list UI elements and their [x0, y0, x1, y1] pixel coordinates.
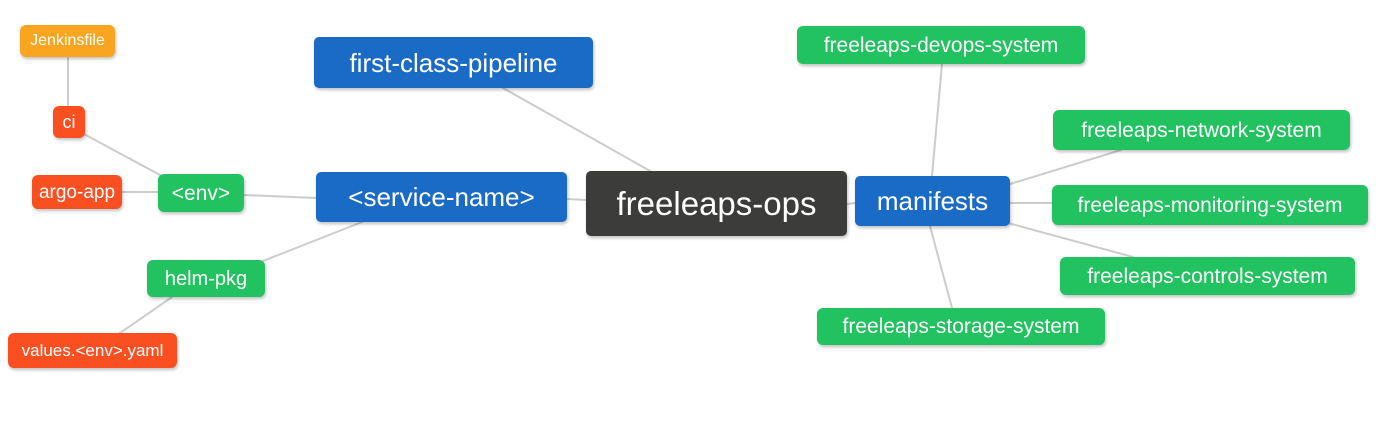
node-ci[interactable]: ci	[53, 106, 85, 138]
edge-freeleaps-devops-system--manifests	[931, 63, 943, 177]
node-freeleaps-network-system[interactable]: freeleaps-network-system	[1053, 110, 1350, 150]
node-manifests[interactable]: manifests	[855, 176, 1010, 226]
edge-helm-pkg--values-env-yaml	[119, 296, 173, 334]
node-freeleaps-ops[interactable]: freeleaps-ops	[586, 171, 847, 236]
edge-service-name--freeleaps-ops	[566, 198, 587, 201]
edge-manifests--freeleaps-storage-system	[929, 225, 953, 309]
node-freeleaps-monitoring-system[interactable]: freeleaps-monitoring-system	[1052, 185, 1368, 225]
edge-manifests--freeleaps-controls-system	[1007, 222, 1134, 258]
node-freeleaps-controls-system[interactable]: freeleaps-controls-system	[1060, 257, 1355, 295]
edge-manifests--freeleaps-network-system	[1009, 149, 1122, 185]
node-helm-pkg[interactable]: helm-pkg	[147, 260, 265, 297]
edge-env--service-name	[243, 194, 317, 199]
node-env[interactable]: <env>	[158, 174, 244, 212]
edge-freeleaps-ops--manifests	[846, 202, 856, 205]
node-freeleaps-storage-system[interactable]: freeleaps-storage-system	[817, 308, 1105, 345]
node-values-env-yaml[interactable]: values.<env>.yaml	[8, 333, 177, 368]
node-service-name[interactable]: <service-name>	[316, 172, 567, 222]
node-jenkinsfile[interactable]: Jenkinsfile	[20, 25, 115, 57]
node-argo-app[interactable]: argo-app	[32, 175, 122, 209]
edge-first-class-pipeline--freeleaps-ops	[502, 87, 653, 173]
node-freeleaps-devops-system[interactable]: freeleaps-devops-system	[797, 26, 1085, 64]
edge-ci--env	[83, 133, 161, 176]
edge-service-name--helm-pkg	[262, 221, 363, 262]
node-first-class-pipeline[interactable]: first-class-pipeline	[314, 37, 593, 88]
